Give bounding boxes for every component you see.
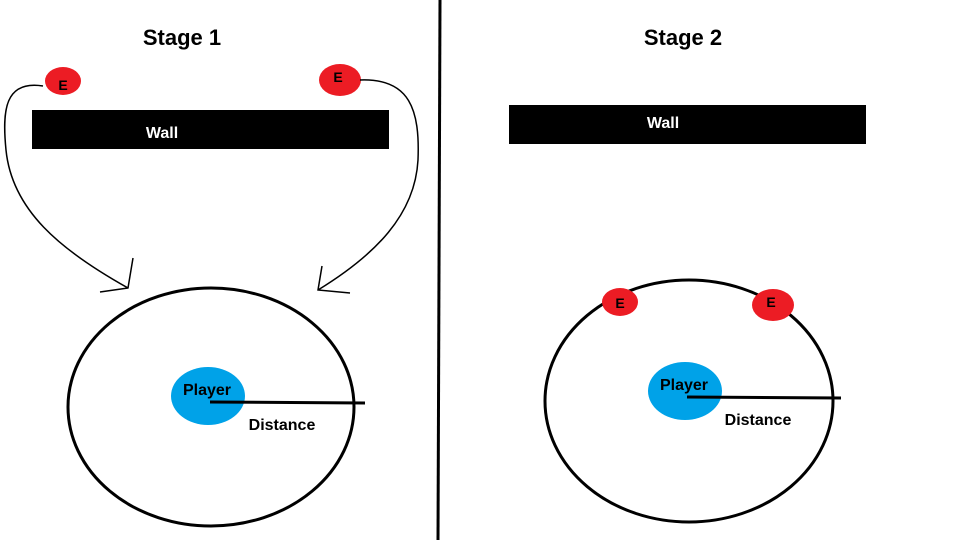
stage2-player-marker (648, 362, 722, 420)
stage1-enemy-right-marker (319, 64, 361, 96)
stage1-wall-label: Wall (146, 125, 178, 142)
stage2-enemy-right: E (752, 289, 794, 321)
stage2-distance-label: Distance (725, 412, 792, 429)
stage1-path-arrow-left-head (99, 257, 134, 293)
stage1-path-arrow-right-head (317, 265, 351, 294)
stage2-wall (509, 105, 866, 144)
stage1-enemy-right: E (319, 64, 361, 96)
stage1-panel: Stage 1 Wall E E Player Distance (3, 25, 419, 528)
stage1-path-arrow-left-curve (3, 84, 129, 289)
stage2-wall-label: Wall (647, 115, 679, 132)
stage1-distance-line (209, 400, 366, 405)
stage2-enemy-right-marker (752, 289, 794, 321)
stage2-title: Stage 2 (644, 25, 722, 50)
stage2-panel: Stage 2 Wall E E Player Distance (509, 25, 866, 524)
stage2-enemy-right-label: E (766, 294, 775, 310)
stage1-enemy-left-label: E (58, 77, 67, 93)
stage2-enemy-left: E (602, 288, 638, 316)
stage1-path-arrow-left (3, 84, 134, 293)
stage1-range-circle (66, 286, 356, 528)
stage1-wall (32, 110, 389, 149)
stage-divider (436, 0, 442, 540)
stage1-enemy-left: E (45, 67, 81, 95)
stage2-enemy-left-marker (602, 288, 638, 316)
stage1-player-label: Player (183, 382, 231, 399)
stage1-path-arrow-right-curve (317, 79, 419, 291)
stage1-player-marker (171, 367, 245, 425)
stage2-range-circle (543, 278, 835, 524)
stage1-enemy-right-label: E (333, 69, 342, 85)
stage2-distance-line (686, 395, 842, 400)
stage1-title: Stage 1 (143, 25, 221, 50)
stage2-enemy-left-label: E (615, 295, 624, 311)
stage1-enemy-left-marker (45, 67, 81, 95)
stage1-distance-label: Distance (249, 417, 316, 434)
stage2-player-label: Player (660, 377, 708, 394)
stage1-path-arrow-right (317, 79, 419, 294)
